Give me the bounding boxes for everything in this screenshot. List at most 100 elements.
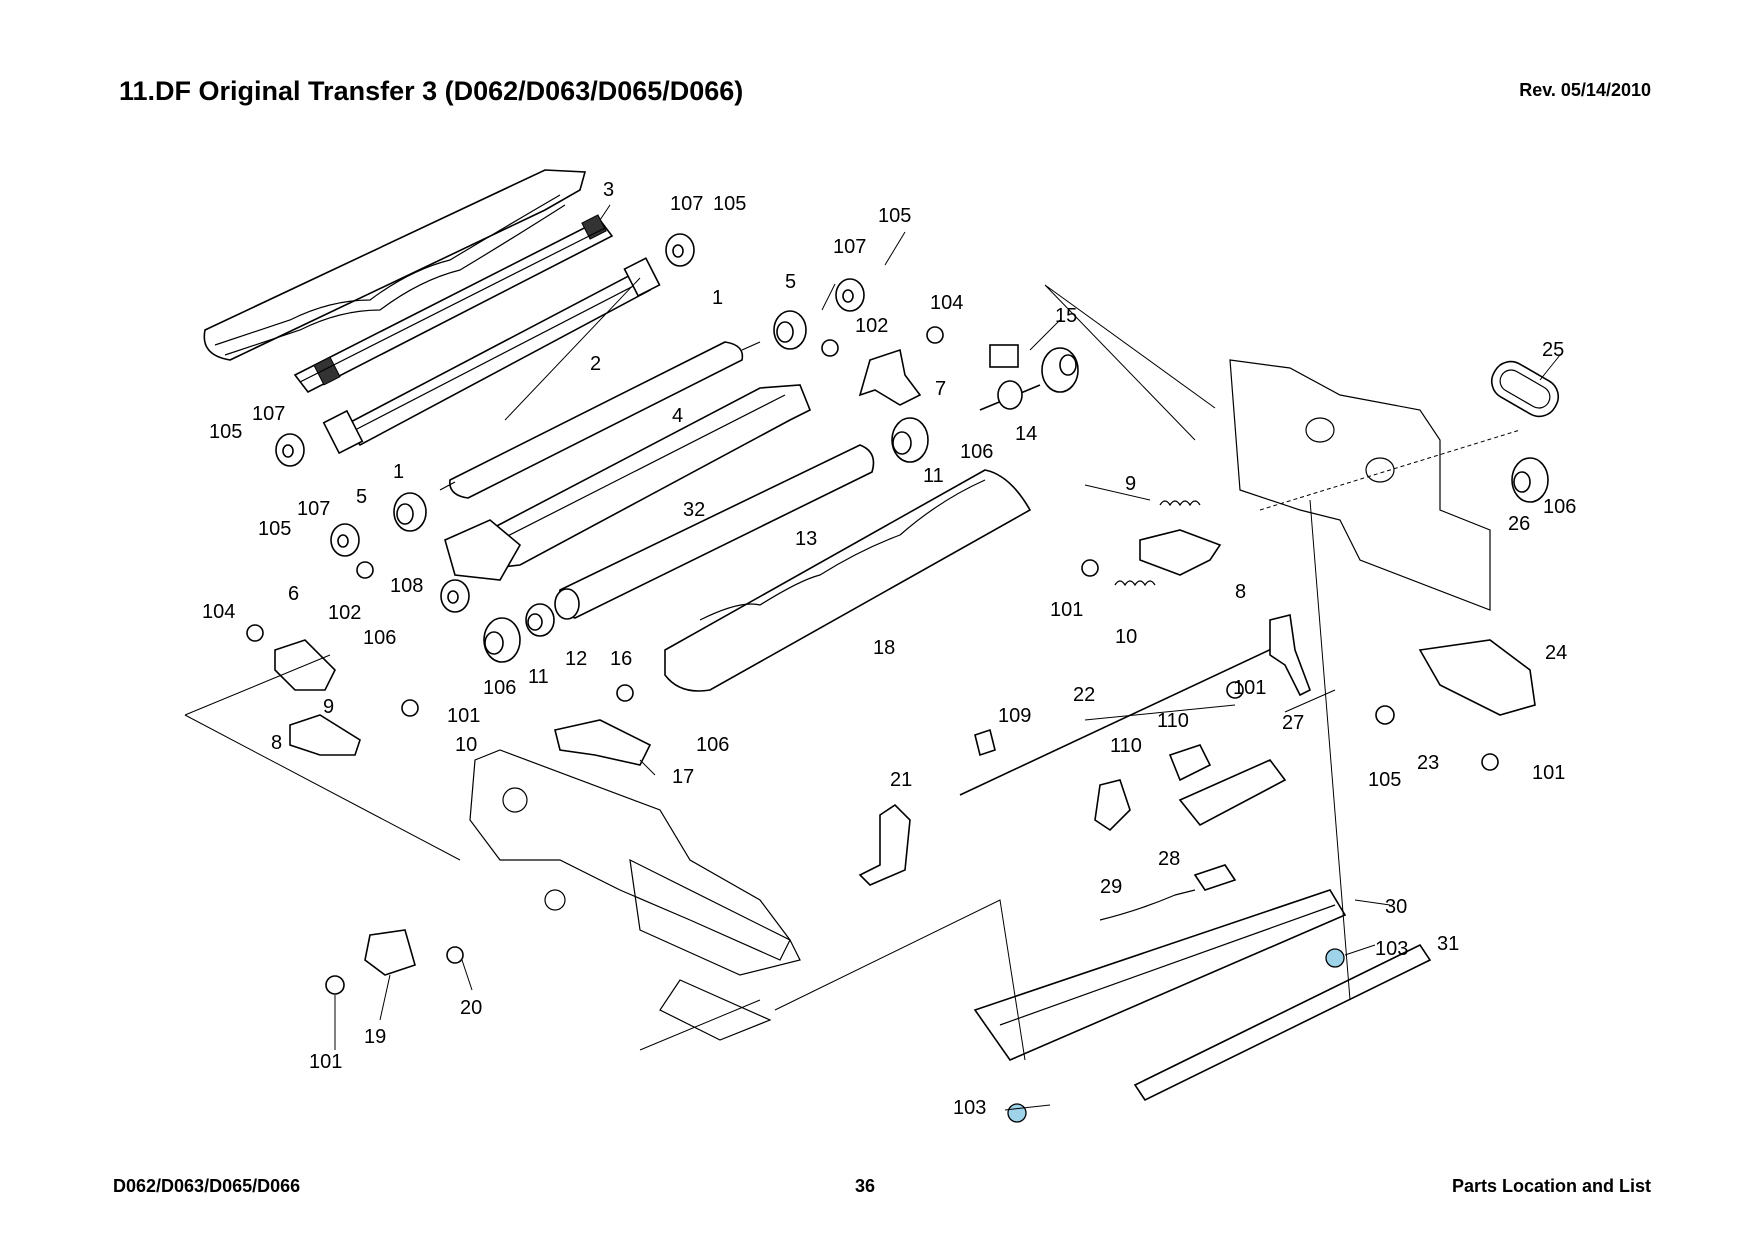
callout-101: 101 <box>1233 677 1266 699</box>
callout-110: 110 <box>1157 710 1189 732</box>
assembly-outline <box>184 284 1351 1061</box>
callout-106: 106 <box>1543 496 1576 518</box>
callout-107: 107 <box>252 403 285 425</box>
footer-section-title: Parts Location and List <box>1451 1176 1651 1196</box>
callout-18: 18 <box>873 637 895 659</box>
callout-8: 8 <box>271 732 282 754</box>
sensor-28 <box>1193 864 1237 891</box>
callout-11: 11 <box>923 465 944 487</box>
roller-12 <box>525 603 555 637</box>
callout-108: 108 <box>390 575 423 597</box>
callout-28: 28 <box>1158 848 1180 870</box>
callout-7: 7 <box>935 378 946 400</box>
callout-106: 106 <box>363 627 396 649</box>
footer-model-numbers: D062/D063/D065/D066 <box>113 1176 301 1196</box>
shaft-22 <box>959 614 1312 796</box>
callout-25: 25 <box>1542 339 1564 361</box>
callout-102: 102 <box>855 315 888 337</box>
callout-32: 32 <box>683 499 705 521</box>
bracket-27 <box>1178 759 1287 827</box>
callout-20: 20 <box>460 997 482 1019</box>
harness-29 <box>1099 889 1196 921</box>
callout-16: 16 <box>610 648 632 670</box>
clip-109 <box>974 728 996 757</box>
roller-11-upper <box>891 417 929 463</box>
callout-labels: 3 107 105 105 107 1 5 104 15 102 2 7 4 1… <box>202 179 1576 1119</box>
feed-sheet-18 <box>664 469 1032 692</box>
callout-107: 107 <box>670 193 703 215</box>
callout-105: 105 <box>1368 769 1401 791</box>
callout-3: 3 <box>603 179 614 201</box>
spring-10-right <box>1114 580 1156 587</box>
callout-17: 17 <box>672 766 694 788</box>
rear-frame <box>1229 359 1521 611</box>
roller-5-upper <box>773 310 807 350</box>
roller-13 <box>554 444 875 620</box>
cover-31 <box>1133 943 1432 1102</box>
callout-30: 30 <box>1385 896 1407 918</box>
callout-31: 31 <box>1437 933 1459 955</box>
callout-9: 9 <box>1125 473 1136 495</box>
pulley-26 <box>1511 457 1549 503</box>
callout-106: 106 <box>960 441 993 463</box>
callout-101: 101 <box>309 1051 342 1073</box>
callout-22: 22 <box>1073 684 1095 706</box>
callout-105: 105 <box>713 193 746 215</box>
callout-8: 8 <box>1235 581 1246 603</box>
holder-110 <box>1094 779 1131 832</box>
callout-5: 5 <box>785 271 796 293</box>
callout-109: 109 <box>998 705 1031 727</box>
callout-27: 27 <box>1282 712 1304 734</box>
arm-17 <box>554 719 652 766</box>
bracket-19 <box>364 929 416 976</box>
belt-25 <box>1490 360 1560 418</box>
bracket-8-left <box>289 714 361 756</box>
callout-23: 23 <box>1417 752 1439 774</box>
bracket-24 <box>1418 639 1536 716</box>
bracket-21 <box>858 803 911 886</box>
guide-plate-30 <box>973 889 1347 1061</box>
callout-1: 1 <box>712 287 723 309</box>
callout-15: 15 <box>1055 305 1077 327</box>
spring-9-right <box>1159 500 1201 507</box>
callout-24: 24 <box>1545 642 1567 664</box>
leader-lines <box>334 204 1561 1111</box>
callout-101: 101 <box>1050 599 1083 621</box>
revision-date: Rev. 05/14/2010 <box>1519 80 1651 100</box>
gear-assembly-14 <box>979 344 1079 411</box>
callout-10: 10 <box>1115 626 1137 648</box>
callout-103: 103 <box>953 1097 986 1119</box>
roller-11-lower <box>483 617 521 663</box>
callout-6: 6 <box>288 583 299 605</box>
callout-103: 103 <box>1375 938 1408 960</box>
holder-110-b <box>1168 744 1212 782</box>
callout-107: 107 <box>833 236 866 258</box>
page-number: 36 <box>855 1176 876 1196</box>
callout-105: 105 <box>209 421 242 443</box>
callout-106: 106 <box>696 734 729 756</box>
page-title: 11.DF Original Transfer 3 (D062/D063/D06… <box>119 76 744 106</box>
callout-9: 9 <box>323 696 334 718</box>
screw-icon <box>246 326 1499 995</box>
callout-105: 105 <box>258 518 291 540</box>
callout-101: 101 <box>1532 762 1565 784</box>
frame-32 <box>444 384 812 581</box>
callout-12: 12 <box>565 648 587 670</box>
callout-104: 104 <box>930 292 963 314</box>
bracket-8-right <box>1139 529 1222 576</box>
callout-105: 105 <box>878 205 911 227</box>
callout-13: 13 <box>795 528 817 550</box>
callout-26: 26 <box>1508 513 1530 535</box>
callout-19: 19 <box>364 1026 386 1048</box>
callout-14: 14 <box>1015 423 1037 445</box>
feed-guide-sheet <box>203 169 587 361</box>
roller-3 <box>293 214 614 394</box>
bracket-7 <box>858 348 922 406</box>
callout-11: 11 <box>528 666 549 688</box>
roller-5-lower <box>393 492 427 532</box>
bushing-107 <box>275 233 865 613</box>
callout-5: 5 <box>356 486 367 508</box>
callout-102: 102 <box>328 602 361 624</box>
callout-10: 10 <box>455 734 477 756</box>
